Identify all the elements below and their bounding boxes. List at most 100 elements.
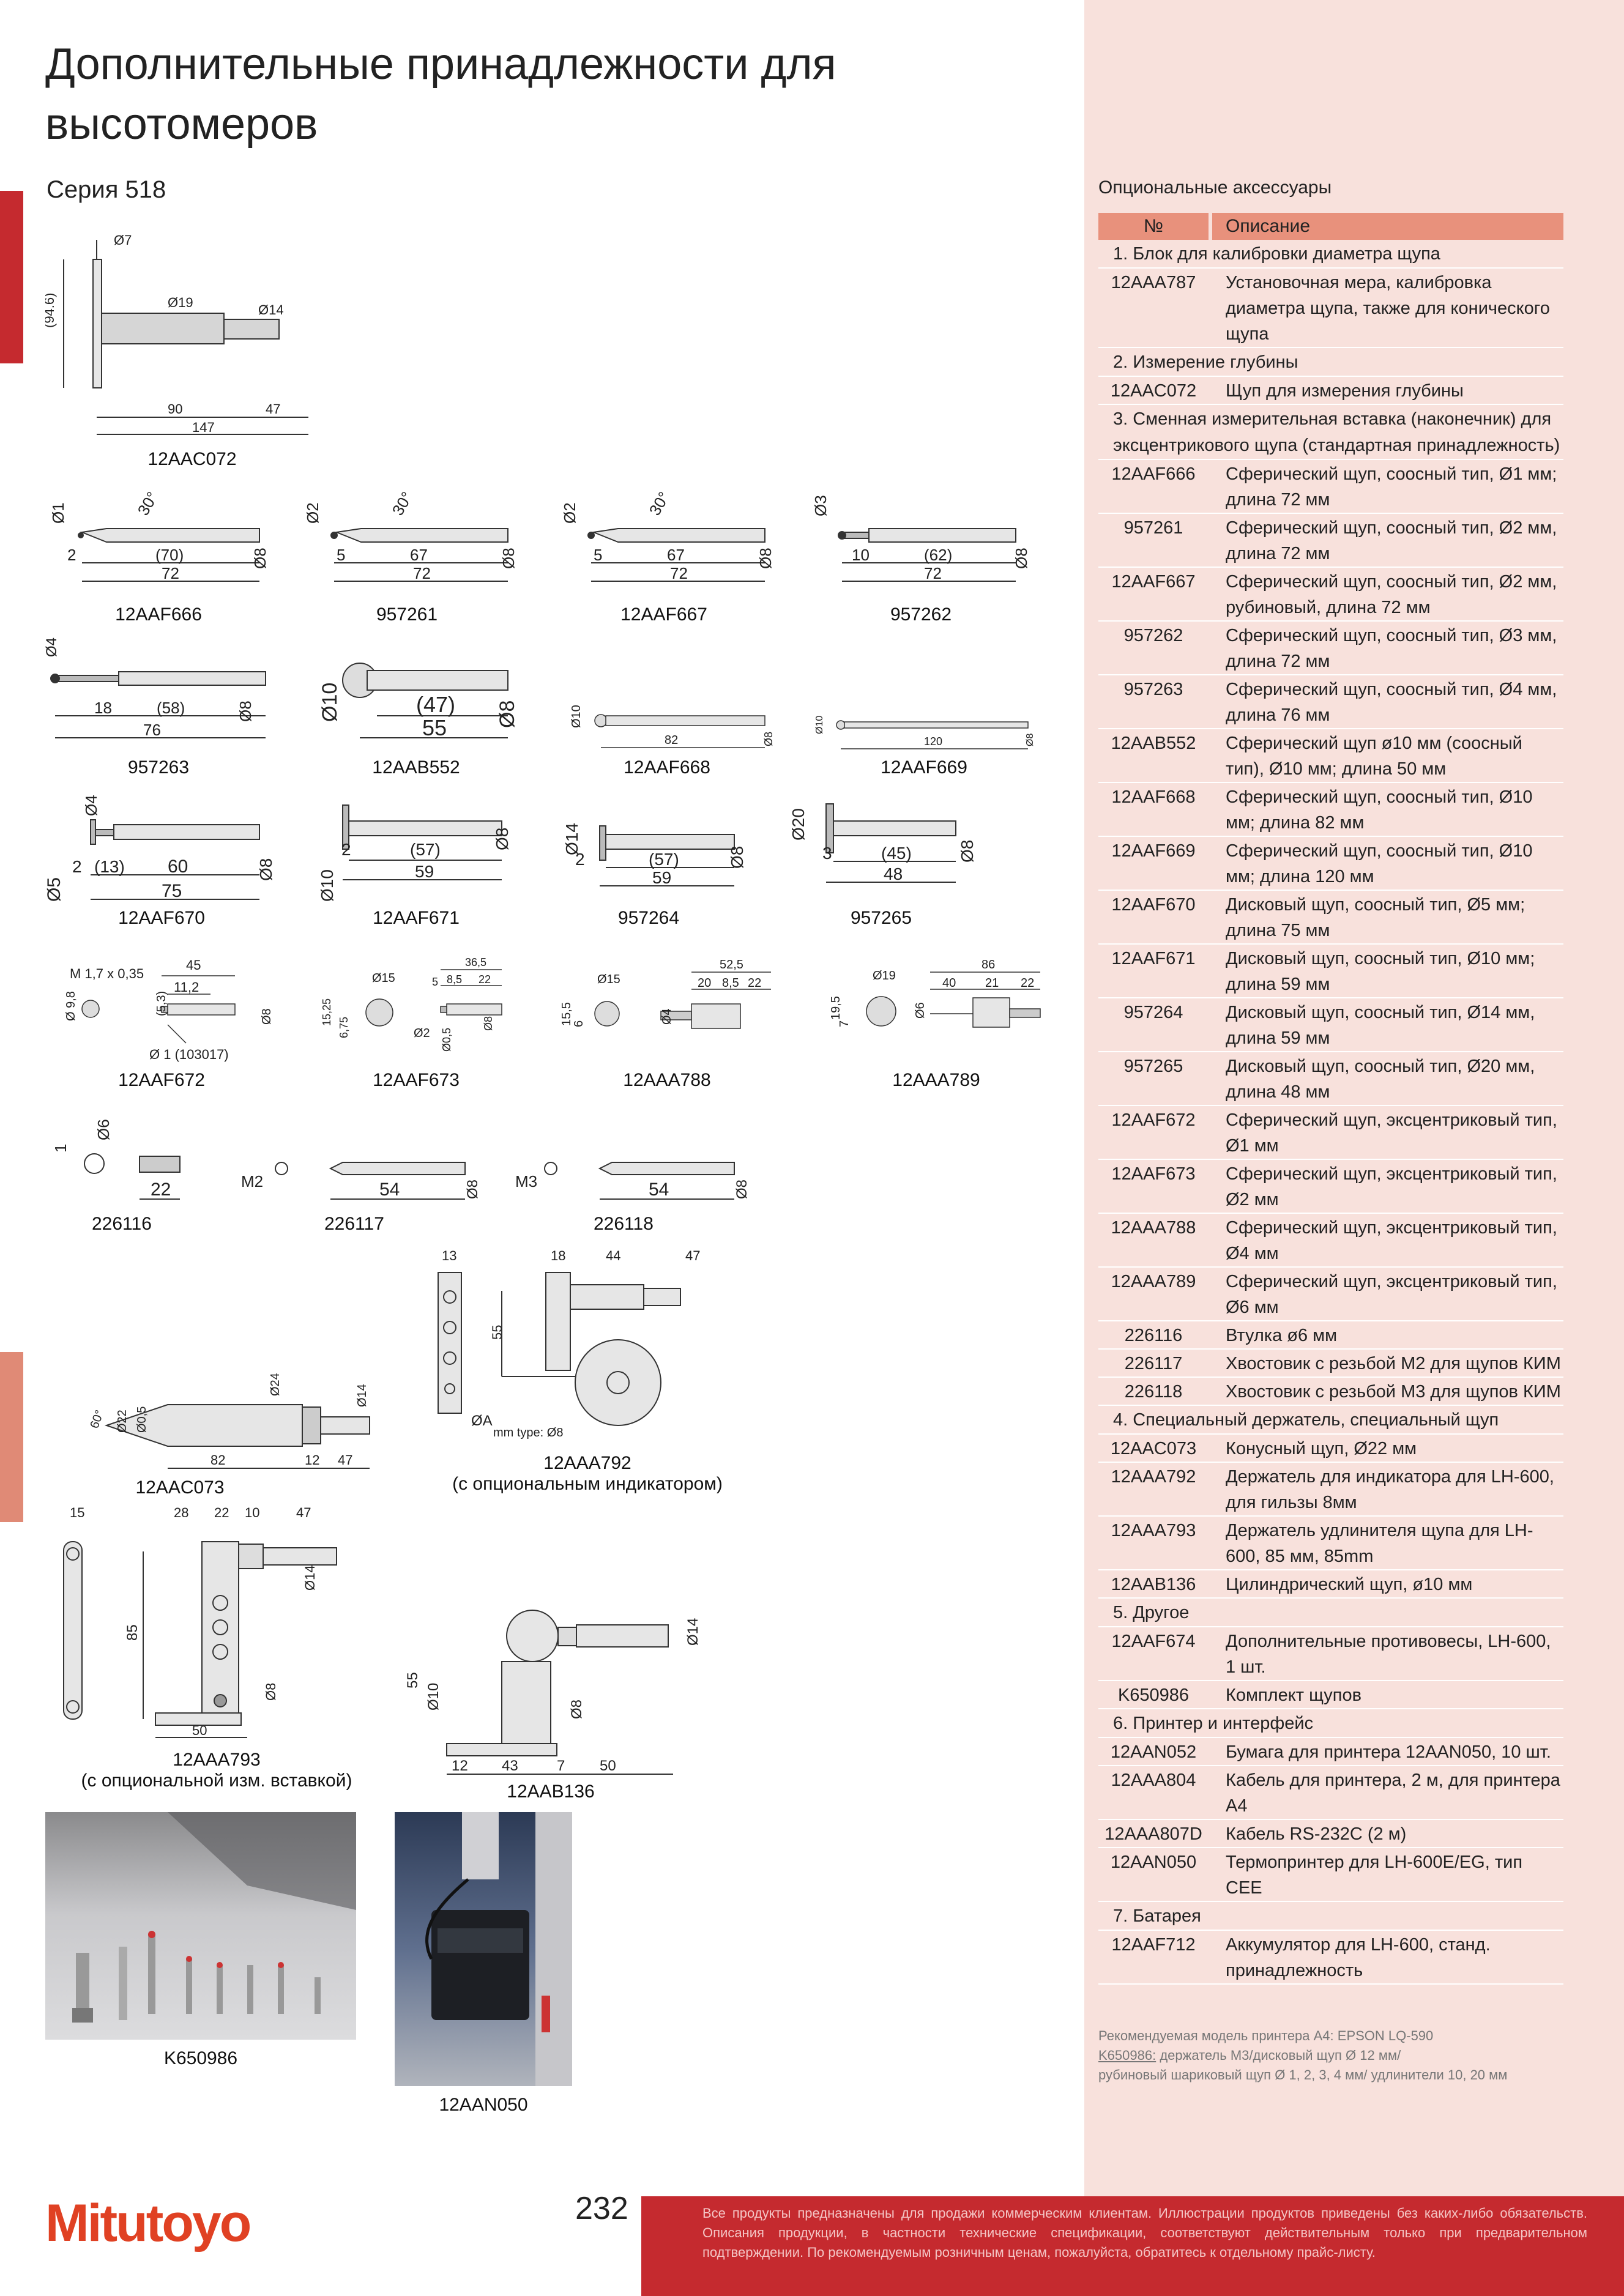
- dim-8-5: 8,5: [447, 973, 462, 986]
- caption-226116: 226116: [92, 1214, 152, 1234]
- right-panel-background: [1084, 0, 1624, 2296]
- dim-55: 55: [490, 1325, 505, 1340]
- dim-d9-8: Ø 9,8: [64, 991, 78, 1021]
- optional-accessories-heading: Опциональные аксессуары: [1098, 177, 1332, 198]
- dim-c: 76: [143, 721, 161, 739]
- dim-15-25: 15,25: [321, 998, 333, 1026]
- item-description: Конусный щуп, Ø22 мм: [1226, 1439, 1417, 1458]
- dim-d: Ø14: [562, 823, 581, 855]
- caption-12aac073: 12AAC073: [135, 1477, 225, 1498]
- dim-b: (62): [924, 546, 952, 564]
- footnote-printer: Рекомендуемая модель принтера A4: EPSON …: [1098, 2028, 1434, 2043]
- table-header: № Описание: [1098, 213, 1563, 240]
- dim-e: Ø8: [496, 700, 519, 728]
- item-number: 12AAA789: [1111, 1272, 1196, 1291]
- caption-k650986: K650986: [163, 2048, 238, 2068]
- dim-angle: 30°: [646, 489, 674, 519]
- dim-7: 7: [838, 1020, 851, 1027]
- drawing-957261: Ø2 30° 5 67 72 Ø8 957261: [294, 483, 520, 630]
- photo-thermal-printer: [395, 1812, 572, 2086]
- item-number: 12AAA792: [1111, 1467, 1196, 1487]
- dim-54: 54: [649, 1180, 669, 1200]
- mitutoyo-logo: Mitutoyo: [45, 2194, 251, 2253]
- dim-b: (47): [416, 692, 455, 717]
- caption-12aaa789: 12AAA789: [892, 1070, 980, 1090]
- dim-e: Ø8: [1012, 548, 1030, 569]
- dim-12: 12: [452, 1758, 468, 1774]
- item-number: 226118: [1124, 1382, 1183, 1402]
- dim-e: Ø8: [493, 828, 512, 850]
- dim-a: 5: [337, 546, 345, 564]
- dim-d: Ø10: [814, 716, 825, 734]
- item-description: Дисковый щуп, соосный тип, Ø20 мм, длина…: [1226, 1057, 1535, 1102]
- photo-probe-set: [45, 1812, 356, 2040]
- page-number: 232: [575, 2191, 628, 2226]
- dim-e: Ø8: [734, 1180, 750, 1199]
- dim-47: 47: [685, 1248, 700, 1263]
- caption-12aaf666: 12AAF666: [115, 604, 202, 625]
- dim-6-75: 6,75: [338, 1017, 350, 1038]
- item-description: Установочная мера, калибровка диаметра щ…: [1226, 273, 1550, 344]
- dim-19-5: 19,5: [829, 996, 843, 1020]
- dim-b: 67: [410, 546, 428, 564]
- dim-a: 5: [594, 546, 602, 564]
- dim-d19: Ø19: [873, 969, 896, 983]
- dim-d4: Ø4: [660, 1008, 674, 1025]
- dim-22: 22: [151, 1180, 171, 1200]
- item-number: 12AAF673: [1111, 1164, 1196, 1184]
- dim-d19: Ø19: [168, 295, 193, 310]
- item-number: 12AAC073: [1110, 1439, 1197, 1458]
- dim-c: 72: [924, 564, 942, 582]
- item-description: Сферический щуп, эксцентриковый тип, Ø1 …: [1226, 1110, 1557, 1156]
- dim-e: Ø8: [260, 1008, 274, 1025]
- item-description: Дисковый щуп, соосный тип, Ø14 мм, длина…: [1226, 1003, 1535, 1048]
- drawing-12aaf673-svg: Ø15 15,25 6,75 Ø2 Ø0,5 5 36,5 8,5 22 Ø8: [321, 956, 502, 1052]
- item-description: Держатель удлинителя щупа для LH-600, 85…: [1226, 1521, 1533, 1566]
- disclaimer-text: Все продукты предназначены для продажи к…: [702, 2205, 1587, 2260]
- dim-22: 22: [1021, 976, 1034, 990]
- drawing-957263-svg: Ø4 18 (58) 76 Ø8: [45, 637, 266, 739]
- item-number: 12AAF712: [1111, 1935, 1196, 1955]
- table-row: 12AAC073 Конусный щуп, Ø22 мм: [1098, 1435, 1563, 1463]
- item-description: Хвостовик с резьбой M2 для щупов КИМ: [1226, 1354, 1561, 1373]
- item-description: Сферический щуп, соосный тип, Ø3 мм, дли…: [1226, 626, 1557, 671]
- caption-957265: 957265: [850, 908, 912, 928]
- dim-d14: Ø14: [685, 1618, 701, 1646]
- drawing-12aaf668-svg: Ø10 82 Ø8: [570, 705, 775, 748]
- dim-c: 82: [665, 734, 678, 747]
- drawing-226116: 1 Ø6 22 226116: [45, 1107, 198, 1248]
- dim-90: 90: [168, 401, 182, 417]
- dim-d: Ø3: [811, 495, 830, 516]
- item-description: Аккумулятор для LH-600, станд. принадлеж…: [1226, 1935, 1491, 1980]
- caption-12aab136: 12AAB136: [507, 1781, 595, 1802]
- item-number: 12AAF668: [1111, 787, 1196, 807]
- dim-22: 22: [479, 973, 491, 986]
- disclaimer-box: Все продукты предназначены для продажи к…: [641, 2196, 1624, 2296]
- item-description: Щуп для измерения глубины: [1226, 381, 1464, 401]
- dim-15: 15: [70, 1505, 84, 1520]
- item-number: 957261: [1123, 518, 1183, 538]
- drawing-12aaf666: Ø1 30° 2 (70) 72 Ø8 12AAF666: [45, 483, 272, 630]
- title-line-1: Дополнительные принадлежности для: [45, 40, 836, 89]
- dim-44: 44: [606, 1248, 620, 1263]
- dim-e: Ø8: [251, 548, 269, 569]
- caption-12aaf670: 12AAF670: [118, 908, 205, 928]
- item-number: 12AAB136: [1111, 1575, 1196, 1594]
- dim-d8: Ø8: [263, 1683, 278, 1701]
- caption-226117: 226117: [324, 1214, 384, 1234]
- dim-c: 72: [413, 564, 431, 582]
- dim-c: 72: [162, 564, 179, 582]
- table-section-heading: 2. Измерение глубины: [1098, 348, 1563, 377]
- dim-d: Ø10: [318, 869, 337, 902]
